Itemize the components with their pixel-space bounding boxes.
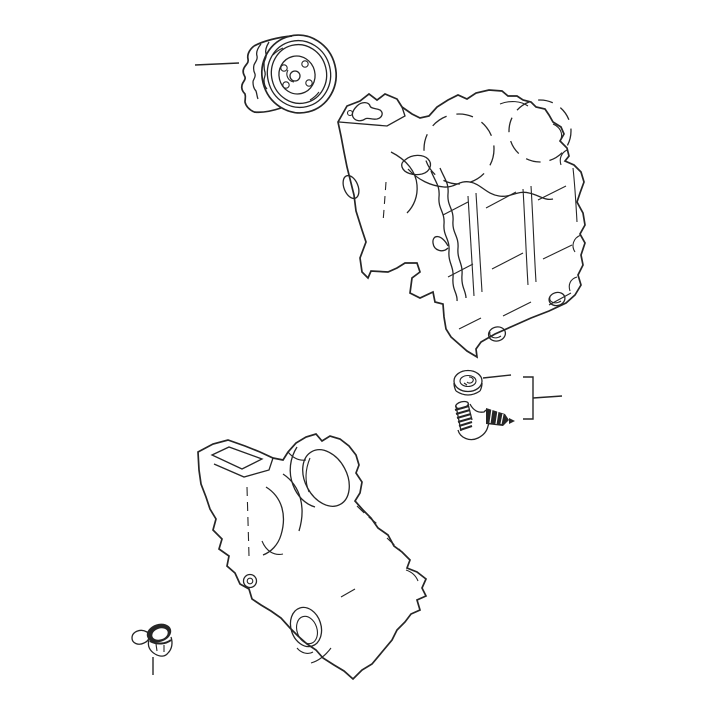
- oil-pressure-switch-drawing: [132, 623, 174, 675]
- callout-bracket: [523, 377, 533, 419]
- sealing-washer-drawing: [454, 371, 511, 396]
- sealing-washer-leader-line: [483, 375, 511, 378]
- block-boss: [548, 291, 567, 308]
- block-boss: [487, 325, 507, 343]
- cylinder-bore: [509, 100, 571, 162]
- block-pad-edge: [339, 107, 405, 126]
- front-cover-drawing: [198, 434, 426, 679]
- bracket-callout: [523, 377, 562, 419]
- block-kidney-hole: [402, 155, 431, 174]
- cover-boss: [244, 575, 257, 588]
- switch-terminal-tab: [132, 630, 149, 644]
- oil-filter-leader-line: [195, 63, 239, 65]
- callout-bracket-line: [533, 396, 562, 398]
- oil-filter-drawing: [195, 27, 344, 121]
- elbow-union-drawing: [455, 400, 515, 439]
- cylinder-block-drawing: [338, 90, 585, 357]
- block-horn-detail: [433, 237, 448, 251]
- cover-lower-opening: [286, 603, 327, 650]
- cover-inlet-pad: [212, 447, 262, 469]
- cover-seal-bore: [293, 442, 358, 515]
- block-pad-gasket: [352, 103, 382, 121]
- cylinder-bore: [424, 114, 494, 184]
- block-front-hole: [340, 173, 362, 200]
